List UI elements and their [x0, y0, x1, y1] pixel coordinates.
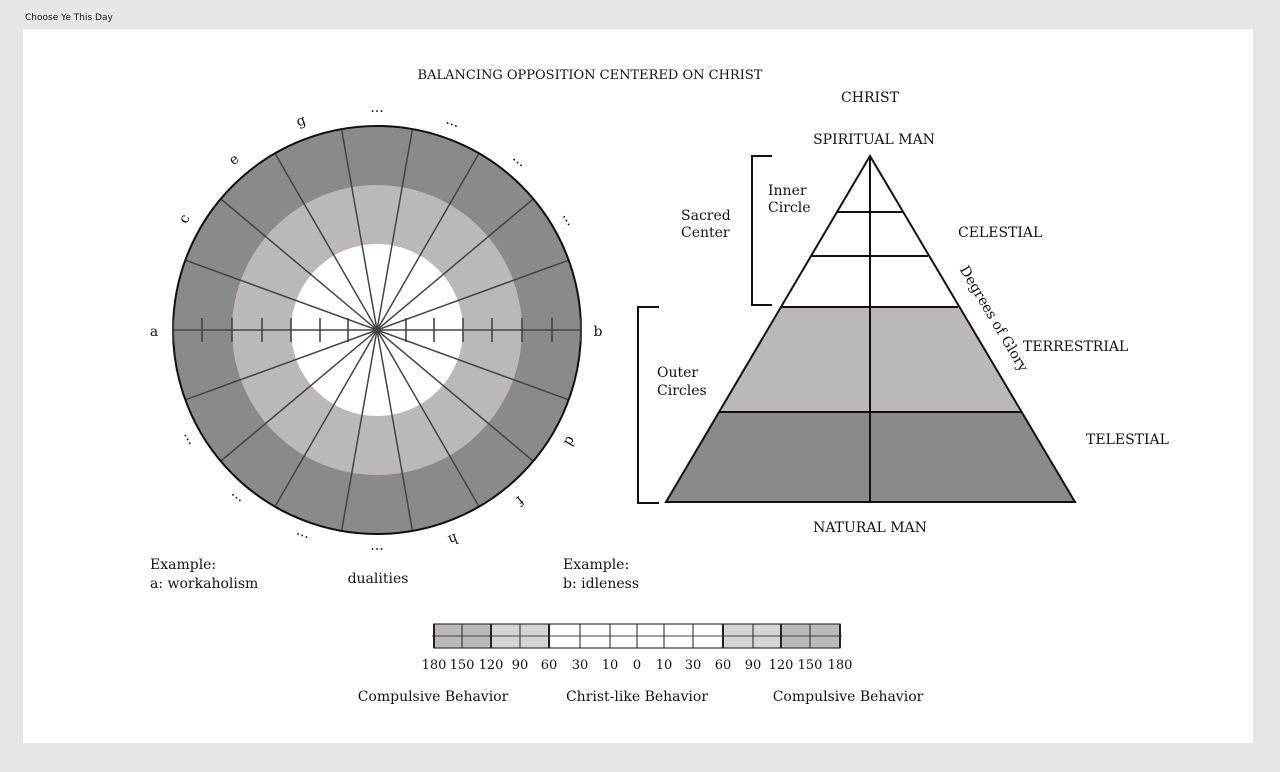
wheel-rim-label: ...: [224, 490, 245, 511]
example-right-text: b: idleness: [563, 576, 639, 592]
opposition-wheel: [172, 125, 582, 535]
outer-circles-line1: Outer: [657, 365, 698, 381]
spiritual-man-label: SPIRITUAL MAN: [813, 132, 935, 148]
wheel-rim-label: ...: [174, 431, 195, 451]
example-left-text: a: workaholism: [150, 576, 258, 592]
behavior-scale-bar: [432, 623, 842, 649]
wheel-rim-label: ...: [370, 544, 383, 560]
wheel-rim-label: c: [176, 211, 194, 226]
wheel-rim-label: ...: [559, 209, 580, 229]
scale-tick-label: 60: [715, 658, 732, 673]
wheel-rim-label: f: [511, 492, 527, 509]
glory-pyramid: [637, 154, 1077, 504]
scale-tick-label: 120: [769, 658, 794, 673]
wheel-rim-label: e: [226, 151, 243, 169]
main-title: BALANCING OPPOSITION CENTERED ON CHRIST: [418, 68, 763, 83]
scale-tick-label: 180: [828, 658, 853, 673]
example-left-heading: Example:: [150, 557, 216, 573]
scale-tick-label: 150: [450, 658, 475, 673]
window-title: Choose Ye This Day: [25, 13, 113, 23]
scale-tick-label: 10: [656, 658, 673, 673]
wheel-rim-label: ...: [292, 529, 310, 549]
outer-circles-line2: Circles: [657, 383, 707, 399]
sacred-center-line1: Sacred: [681, 208, 731, 224]
scale-tick-label: 10: [602, 658, 619, 673]
telestial-label: TELESTIAL: [1086, 432, 1169, 448]
wheel-spokes: [173, 128, 581, 532]
dualities-caption: dualities: [348, 571, 409, 587]
wheel-rim-label: ...: [509, 150, 530, 171]
christ-label: CHRIST: [841, 90, 900, 106]
scale-tick-label: 120: [479, 658, 504, 673]
compulsive-right-caption: Compulsive Behavior: [773, 689, 924, 705]
diagram-canvas: BALANCING OPPOSITION CENTERED ON CHRIST …: [23, 29, 1253, 743]
sacred-center-line2: Center: [681, 225, 730, 241]
scale-tick-label: 0: [633, 658, 641, 673]
wheel-axis-ticks: [172, 318, 582, 342]
wheel-rim-label: ...: [444, 112, 462, 132]
scale-tick-label: 180: [422, 658, 447, 673]
inner-circle-line1: Inner: [768, 183, 807, 199]
scale-tick-label: 90: [512, 658, 529, 673]
compulsive-left-caption: Compulsive Behavior: [358, 689, 509, 705]
scale-tick-label: 150: [798, 658, 823, 673]
natural-man-label: NATURAL MAN: [813, 520, 927, 536]
scale-tick-label: 90: [745, 658, 762, 673]
wheel-right-end-label: b: [594, 324, 603, 340]
wheel-rim-label: d: [560, 433, 578, 449]
terrestrial-label: TERRESTRIAL: [1023, 339, 1128, 355]
scale-tick-label: 60: [541, 658, 558, 673]
example-right-heading: Example:: [563, 557, 629, 573]
sacred-center-bracket: [751, 155, 772, 306]
scale-tick-label: 30: [572, 658, 589, 673]
wheel-spoke: [185, 259, 569, 401]
wheel-rim-label: g: [294, 112, 308, 130]
wheel-rim-label: h: [446, 530, 460, 548]
wheel-rim-label: ...: [370, 100, 383, 116]
diagram-svg: BALANCING OPPOSITION CENTERED ON CHRIST …: [150, 68, 1169, 705]
outer-circles-bracket: [637, 306, 659, 504]
christlike-caption: Christ-like Behavior: [566, 689, 708, 705]
scale-tick-label: 30: [685, 658, 702, 673]
inner-circle-line2: Circle: [768, 200, 811, 216]
wheel-left-end-label: a: [150, 324, 158, 340]
celestial-label: CELESTIAL: [958, 225, 1042, 241]
